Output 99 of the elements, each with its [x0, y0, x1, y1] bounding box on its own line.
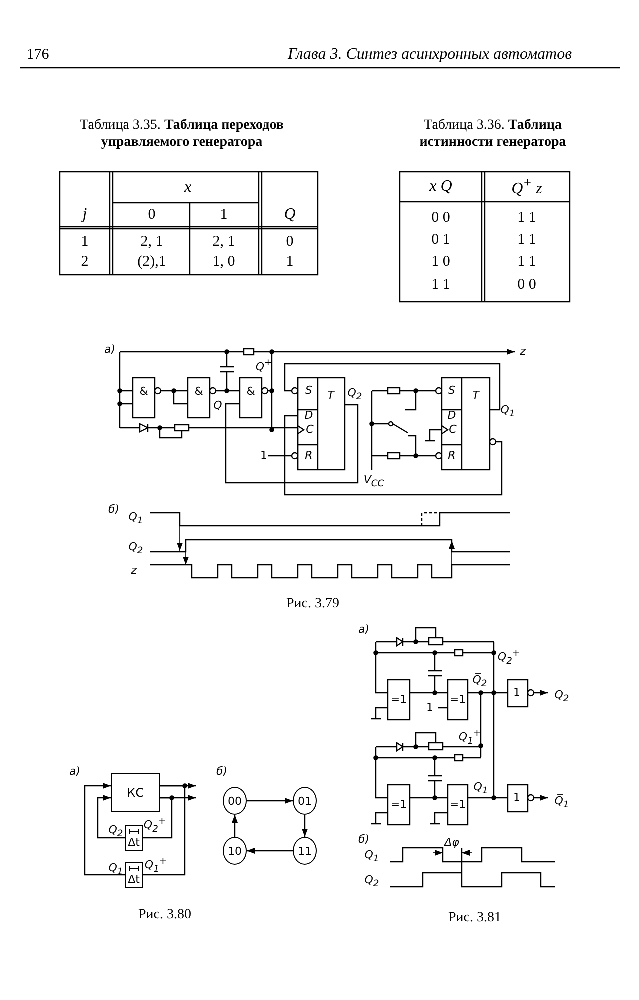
gate-label: & — [140, 386, 148, 398]
pin-label: T — [328, 390, 334, 402]
panel-letter: а) — [69, 766, 81, 778]
figure-caption: Рис. 3.81 — [448, 910, 502, 926]
pin-label: R — [305, 450, 313, 462]
pin-label: R — [448, 450, 456, 462]
state-label: 11 — [298, 846, 312, 856]
running-head: Глава 3. Синтез асинхронных автоматов — [288, 46, 572, 64]
pin-label: S — [306, 384, 312, 398]
pin-label: C — [449, 424, 457, 436]
state-label: 00 — [228, 796, 242, 806]
arrow — [302, 815, 308, 837]
table-cell: 1, 0 — [212, 254, 236, 270]
signal-label: Q$_{1}$ — [108, 862, 124, 878]
gate-label: =1 — [450, 798, 466, 812]
pin-label: C — [306, 424, 314, 436]
panel-letter: а) — [104, 344, 116, 356]
table-cell: 2, 1 — [212, 234, 236, 250]
table-cell: 0 0 — [432, 210, 450, 226]
table-title: Таблица 3.35. Таблица переходов управляемого генератора — [79, 118, 285, 152]
arrow — [160, 783, 196, 789]
pin-label: T — [472, 390, 480, 402]
signal-label: Q$_{2}$ — [348, 387, 362, 403]
gate-label: 1 — [514, 792, 520, 804]
arrow — [84, 783, 125, 876]
pin-label: D — [448, 410, 456, 422]
table-cell: 2, 1 — [140, 234, 164, 250]
signal-label: Q$^{+}$ — [256, 358, 272, 374]
block-label: КС — [127, 786, 144, 798]
state-label: 10 — [228, 846, 242, 856]
gate-label: & — [246, 386, 256, 398]
table-cell: 1 0 — [432, 254, 450, 270]
gate-label: =1 — [450, 694, 466, 706]
table-cell: (2),1 — [138, 254, 166, 270]
state-circle — [293, 837, 317, 865]
gate-label: =1 — [390, 694, 408, 706]
gate-label: 1 — [514, 686, 520, 700]
signal-label: 1 — [426, 702, 434, 714]
table-cell: 0 1 — [432, 232, 450, 248]
gate-label: & — [194, 386, 204, 398]
table-cell: 1 — [81, 234, 89, 250]
table-cell: Q$^{+}$ z — [512, 176, 542, 198]
pin-label: S — [448, 384, 456, 398]
signal-label: Q̅$_{2}$ — [472, 674, 488, 690]
table-cell: Q — [284, 206, 296, 224]
signal-label: Q$_{2}$ — [364, 874, 380, 890]
figure-caption: Рис. 3.80 — [138, 907, 192, 923]
state-label: 01 — [298, 796, 312, 806]
table-cell: 1 — [220, 206, 228, 224]
signal-label: Q$_{1}$ — [364, 849, 380, 865]
table-cell: 0 0 — [518, 276, 536, 294]
table-cell: 1 1 — [518, 254, 536, 270]
figure-caption: Рис. 3.79 — [286, 596, 340, 612]
delay-box — [125, 825, 143, 851]
table-cell: 1 1 — [432, 276, 450, 294]
state-circle — [223, 837, 247, 865]
pin-label: D — [304, 410, 314, 422]
arrow — [247, 798, 293, 804]
signal-label: Q̅$_{1}$ — [554, 795, 570, 811]
signal-label: Q$_{1}$ — [474, 781, 488, 797]
panel-letter: а) — [358, 624, 370, 636]
table-cell: x Q — [430, 178, 452, 196]
panel-letter: б) — [108, 504, 120, 516]
table-title: Таблица 3.36. Таблица истинности генератора — [418, 118, 568, 152]
signal-label: V$_{CC}$ — [364, 474, 384, 490]
arrow — [232, 815, 238, 837]
gate-label: =1 — [390, 798, 408, 812]
connector-line — [143, 785, 186, 876]
state-circle — [293, 787, 317, 815]
state-circle — [223, 787, 247, 815]
table-cell: 1 — [286, 254, 294, 270]
arrow — [160, 795, 196, 801]
table-cell: 2 — [81, 254, 89, 270]
signal-label: Δφ — [444, 836, 460, 850]
signal-label: Q$_{2}$ — [108, 824, 124, 840]
delay-label: Δt — [128, 874, 140, 884]
table-cell: x — [184, 179, 192, 197]
signal-label: z — [520, 346, 526, 358]
arrow — [97, 795, 125, 839]
connector-line — [143, 797, 173, 839]
signal-label: 1 — [260, 450, 268, 462]
arrow — [247, 848, 293, 854]
delay-box — [125, 862, 143, 888]
table-cell: 1 1 — [518, 210, 536, 226]
panel-letter: б) — [216, 766, 228, 778]
signal-label: z — [131, 564, 137, 578]
table-cell: 0 — [286, 234, 294, 250]
panel-letter: б) — [358, 834, 370, 846]
table-cell: 1 1 — [518, 232, 536, 248]
signal-label: Q$_{1}$ — [128, 511, 144, 527]
page-number: 176 — [26, 46, 50, 64]
signal-label: Q$_{2}$ — [554, 689, 570, 705]
signal-label: Q$_{2}$ — [128, 541, 144, 557]
table-cell: 0 — [148, 206, 156, 224]
signal-label: Q — [214, 400, 222, 412]
logic-block — [111, 773, 160, 812]
delay-label: Δt — [128, 836, 140, 848]
signal-label: Q$_{1}$ — [500, 404, 516, 420]
table-cell: j — [82, 206, 88, 224]
